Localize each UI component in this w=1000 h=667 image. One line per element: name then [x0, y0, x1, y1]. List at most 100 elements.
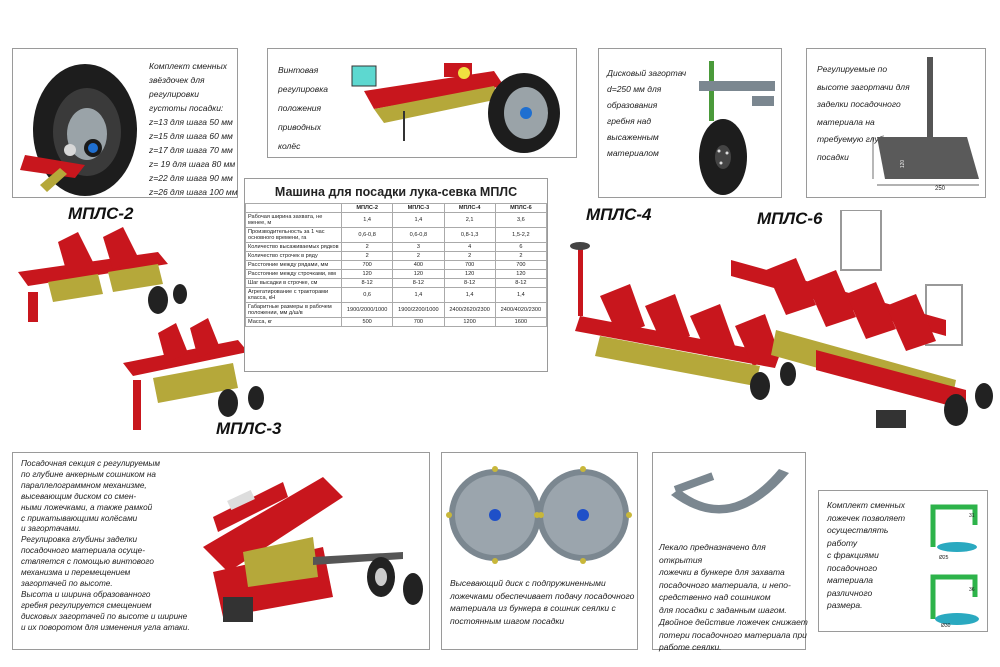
- seeding-disk-panel: Высевающий диск с подпружиненными ложечк…: [441, 452, 638, 650]
- spec-value-cell: 1200: [443, 317, 496, 327]
- screw-adjust-panel: Винтовая регулировка положения приводных…: [267, 48, 577, 158]
- spec-value-cell: 700: [340, 260, 394, 270]
- spec-value-cell: 2: [443, 251, 496, 261]
- dim-height-label: 120: [900, 159, 907, 169]
- planting-section-image: [203, 477, 423, 622]
- spoon-d1: Ø25: [939, 555, 949, 561]
- template-image: [671, 469, 789, 514]
- sprockets-panel: Комплект сменных звёздочек для регулиров…: [12, 48, 238, 198]
- spec-param-cell: Расстояние между строчками, мм: [245, 269, 342, 279]
- spec-value-cell: 1,4: [392, 212, 445, 228]
- spec-value-cell: 120: [443, 269, 496, 279]
- spoon-small-image: [930, 504, 978, 552]
- spec-value-cell: 120: [392, 269, 445, 279]
- template-panel: Лекало предназначено для открытия ложечк…: [652, 452, 808, 652]
- spec-value-cell: 2: [340, 242, 394, 252]
- mpls3-machine-image: [123, 318, 264, 430]
- spec-value-cell: 3,6: [494, 212, 548, 228]
- hiller-plate-drawing: [872, 137, 979, 186]
- spec-value-cell: 1900/2200/1000: [392, 302, 445, 318]
- spoon-dim2: 36: [969, 587, 975, 593]
- spec-param-cell: Габаритные размеры в рабочем положении, …: [245, 302, 342, 318]
- spec-value-cell: 0,6: [340, 287, 394, 303]
- spec-title: Машина для посадки лука-севка МПЛС: [274, 185, 518, 199]
- spec-value-cell: 4: [443, 242, 496, 252]
- spec-value-cell: 120: [494, 269, 548, 279]
- spec-value-cell: 1600: [494, 317, 548, 327]
- spec-value-cell: 8-12: [443, 278, 496, 288]
- spoons-text: Комплект сменных ложечек позволяет осуще…: [827, 500, 906, 610]
- spec-value-cell: 6: [494, 242, 548, 252]
- section-panel: Посадочная секция с регулируемым по глуб…: [12, 452, 430, 650]
- spec-value-cell: 700: [494, 260, 548, 270]
- spec-value-cell: 120: [340, 269, 394, 279]
- model-label-mpls2: МПЛС-2: [68, 204, 134, 223]
- spec-value-cell: 2: [340, 251, 394, 261]
- wheel-sprocket-image: [20, 64, 137, 196]
- spec-param-cell: Расстояние между рядами, мм: [245, 260, 342, 270]
- spec-col-header: [245, 203, 342, 213]
- spec-value-cell: 2400/2620/2300: [443, 302, 496, 318]
- spec-value-cell: 1,5-2,2: [494, 227, 548, 243]
- adjust-text: Регулируемые по высоте загортачи для зад…: [817, 64, 910, 162]
- spec-value-cell: 8-12: [392, 278, 445, 288]
- template-text: Лекало предназначено для открытия ложечк…: [659, 542, 808, 652]
- disk-panel: Дисковый загортач d=250 мм для образован…: [598, 48, 782, 198]
- screw-mechanism-image: [351, 63, 560, 153]
- model-label-mpls3: МПЛС-3: [216, 419, 282, 438]
- spec-value-cell: 2,1: [443, 212, 496, 228]
- spoon-d2: Ø30: [941, 623, 951, 629]
- spec-value-cell: 1,4: [392, 287, 445, 303]
- spec-col-header: МПЛС-2: [340, 203, 394, 213]
- disk-hiller-image: [699, 61, 775, 195]
- spec-table: МПЛС-2 МПЛС-3 МПЛС-4 МПЛС-6 Рабочая шири…: [245, 203, 548, 327]
- spec-value-cell: 1,4: [443, 287, 496, 303]
- sprockets-text: Комплект сменных звёздочек для регулиров…: [149, 61, 238, 197]
- spec-param-cell: Агрегатирование с тракторами класса, кН: [245, 287, 342, 303]
- section-text: Посадочная секция с регулируемым по глуб…: [21, 459, 190, 632]
- spec-param-cell: Количество строчек в ряду: [245, 251, 342, 261]
- spec-value-cell: 0,8-1,3: [443, 227, 496, 243]
- model-label-mpls4: МПЛС-4: [586, 205, 652, 224]
- seeding-disk-text: Высевающий диск с подпружиненными ложечк…: [450, 578, 635, 626]
- spec-value-cell: 8-12: [494, 278, 548, 288]
- spec-param-cell: Количество высаживаемых рядков: [245, 242, 342, 252]
- spec-value-cell: 1,4: [494, 287, 548, 303]
- disk-text: Дисковый загортач d=250 мм для образован…: [607, 68, 687, 158]
- spoon-large-image: [930, 574, 979, 625]
- spec-param-cell: Рабочая ширина захвата, не менее, м: [245, 212, 342, 228]
- table-row: Габаритные размеры в рабочем положении, …: [245, 302, 548, 318]
- spec-value-cell: 2400/4020/2300: [494, 302, 548, 318]
- spec-value-cell: 0,6-0,8: [340, 227, 394, 243]
- spoon-dim1: 31: [969, 513, 975, 519]
- spec-value-cell: 700: [443, 260, 496, 270]
- spec-param-cell: Производительность за 1 час основного вр…: [245, 227, 342, 243]
- adjust-panel: Регулируемые по высоте загортачи для зад…: [806, 48, 986, 198]
- spec-col-header: МПЛС-3: [392, 203, 445, 213]
- spec-header-row: МПЛС-2 МПЛС-3 МПЛС-4 МПЛС-6: [245, 203, 548, 213]
- spec-param-cell: Масса, кг: [245, 317, 342, 327]
- dim-width-label: 250: [935, 186, 946, 192]
- spec-value-cell: 3: [392, 242, 445, 252]
- spec-value-cell: 500: [340, 317, 394, 327]
- mpls2-machine-image: [18, 227, 187, 322]
- hiller-drawing: [927, 57, 933, 137]
- spoons-panel: Комплект сменных ложечек позволяет осуще…: [818, 490, 988, 632]
- table-row: Производительность за 1 час основного вр…: [245, 227, 548, 243]
- spec-value-cell: 2: [494, 251, 548, 261]
- screw-text: Винтовая регулировка положения приводных…: [278, 65, 328, 151]
- model-label-mpls6: МПЛС-6: [757, 209, 823, 228]
- spec-value-cell: 1900/2000/1000: [340, 302, 394, 318]
- spec-value-cell: 0,6-0,8: [392, 227, 445, 243]
- spec-table-panel: Машина для посадки лука-севка МПЛС МПЛС-…: [244, 178, 548, 372]
- spec-value-cell: 2: [392, 251, 445, 261]
- seeding-disk-image: [446, 466, 632, 564]
